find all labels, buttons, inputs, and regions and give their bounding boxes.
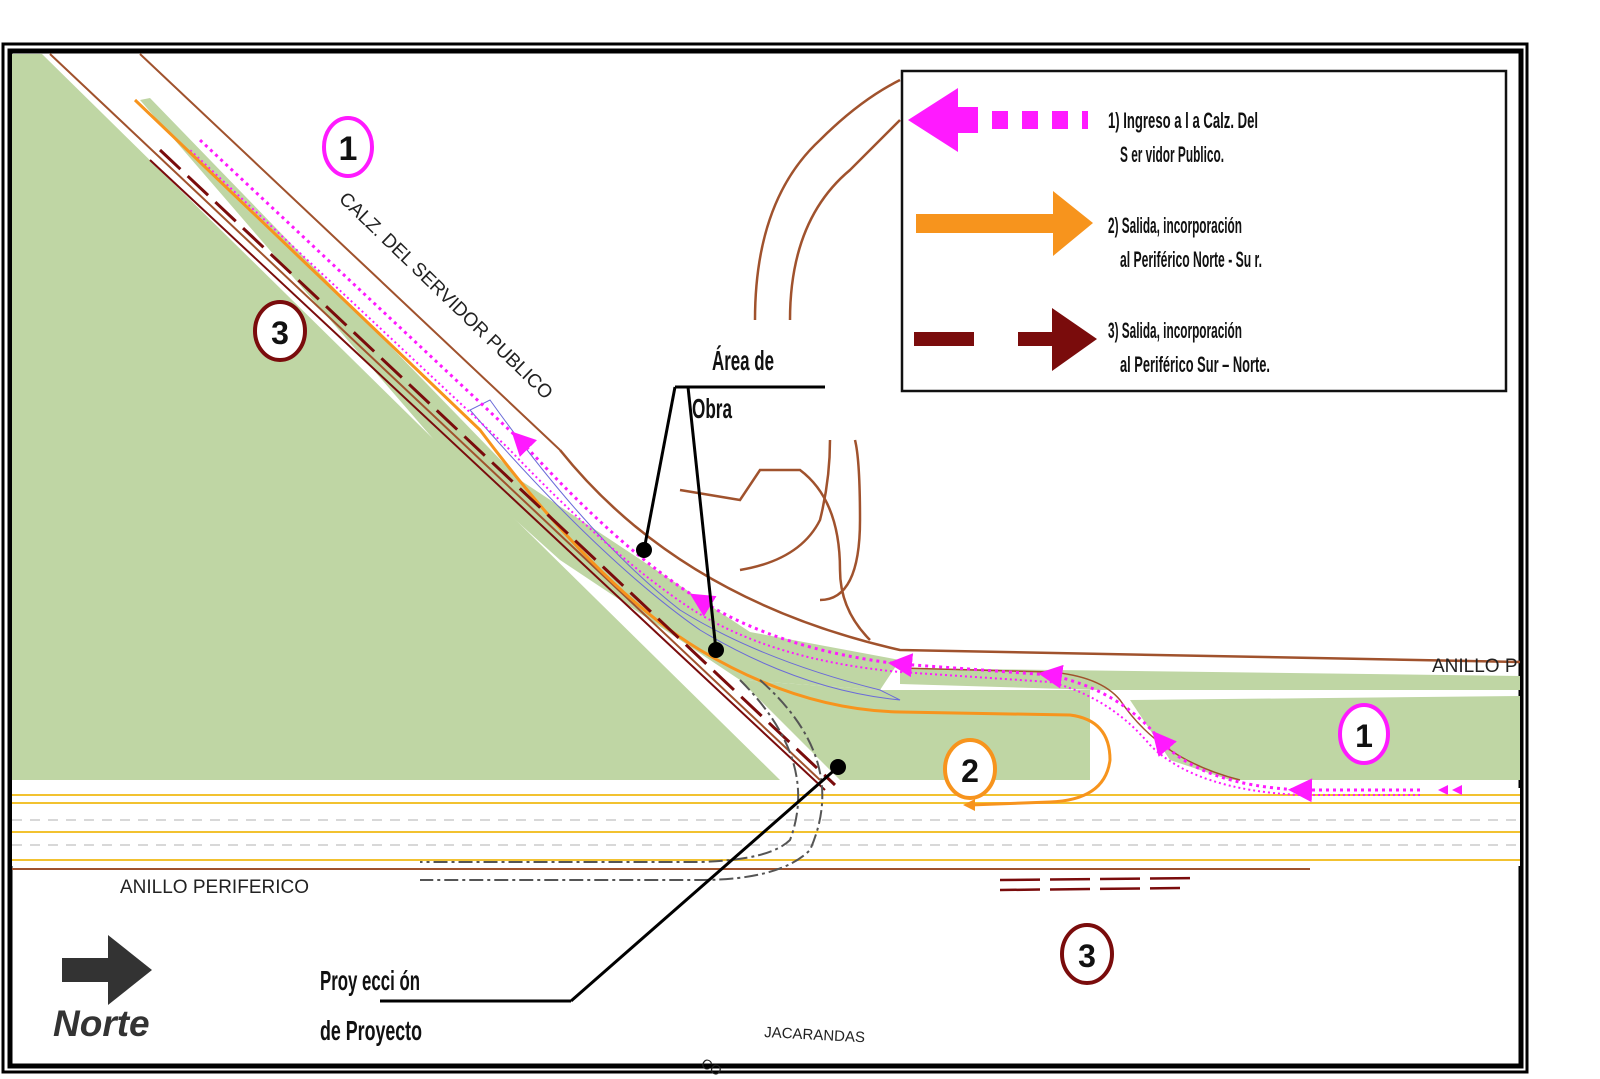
route-3-path-bottom xyxy=(999,876,1201,882)
street-label-anillo-left: ANILLO PERIFERICO xyxy=(120,877,309,898)
area-obra-label-1: Área de xyxy=(712,345,774,376)
callout-dot xyxy=(636,542,652,558)
street-label-anillo-right: ANILLO P xyxy=(1432,656,1518,677)
callout-line xyxy=(642,386,677,551)
route-marker-number: 2 xyxy=(961,753,979,789)
route-marker-2: 2 xyxy=(943,738,997,800)
legend-item-3-line2: al Periférico Sur – Norte. xyxy=(1120,352,1270,377)
map-inner-frame xyxy=(7,48,1524,1069)
legend-item-2-line2: al Periférico Norte - Su r. xyxy=(1120,247,1262,272)
projection-curve xyxy=(420,679,824,881)
route-1-arrowhead xyxy=(1438,785,1448,795)
route-marker-number: 1 xyxy=(1355,718,1373,754)
route-marker-number: 3 xyxy=(1078,938,1096,974)
proyeccion-label-2: de Proyecto xyxy=(320,1015,422,1046)
callout-line xyxy=(686,386,718,651)
route-3-path-b xyxy=(149,159,826,791)
route-2-arrowhead xyxy=(963,799,975,811)
legend: 1) Ingreso a l a Calz. Del S er vidor Pu… xyxy=(900,69,1508,393)
callout-dot xyxy=(830,759,846,775)
route-marker-1-top: 1 xyxy=(322,116,374,178)
route-1-arrowhead xyxy=(1452,785,1462,795)
legend-route-2-arrow-icon xyxy=(916,191,1093,256)
route-marker-3-bottom: 3 xyxy=(1060,923,1114,985)
periferico-road xyxy=(12,788,1520,866)
legend-item-1-line1: 1) Ingreso a l a Calz. Del xyxy=(1108,108,1258,133)
callout-line xyxy=(570,765,839,1003)
street-curve xyxy=(788,119,901,321)
route-3-path xyxy=(158,148,837,787)
route-marker-number: 1 xyxy=(339,130,358,168)
legend-route-1-arrow-icon xyxy=(908,88,978,152)
area-obra-label-2: Obra xyxy=(692,393,732,424)
north-label: Norte xyxy=(53,1003,150,1044)
legend-item-1-line2: S er vidor Publico. xyxy=(1120,142,1224,167)
callout-dot xyxy=(708,642,724,658)
projection-curve xyxy=(420,679,800,863)
curb-line xyxy=(139,53,561,451)
proyeccion-label-1: Proy ecci ón xyxy=(320,965,420,996)
route-marker-1-right: 1 xyxy=(1338,703,1390,765)
route-2-path xyxy=(133,98,1112,807)
route-3-path-bottom xyxy=(999,886,1181,892)
legend-route-3-dash xyxy=(914,332,974,346)
route-marker-3-left: 3 xyxy=(253,300,307,362)
legend-item-2-line1: 2) Salida, incorporación xyxy=(1108,213,1242,238)
route-1-path xyxy=(198,138,1420,803)
street-curve xyxy=(753,78,901,321)
legend-route-3-arrow-icon xyxy=(1018,308,1097,371)
legend-item-3-line1: 3) Salida, incorporación xyxy=(1108,318,1242,343)
route-marker-number: 3 xyxy=(271,315,289,351)
north-arrow: Norte xyxy=(53,935,152,1044)
north-arrow-icon xyxy=(62,935,152,1005)
street-label-jacarandas: JACARANDAS xyxy=(764,1024,866,1046)
